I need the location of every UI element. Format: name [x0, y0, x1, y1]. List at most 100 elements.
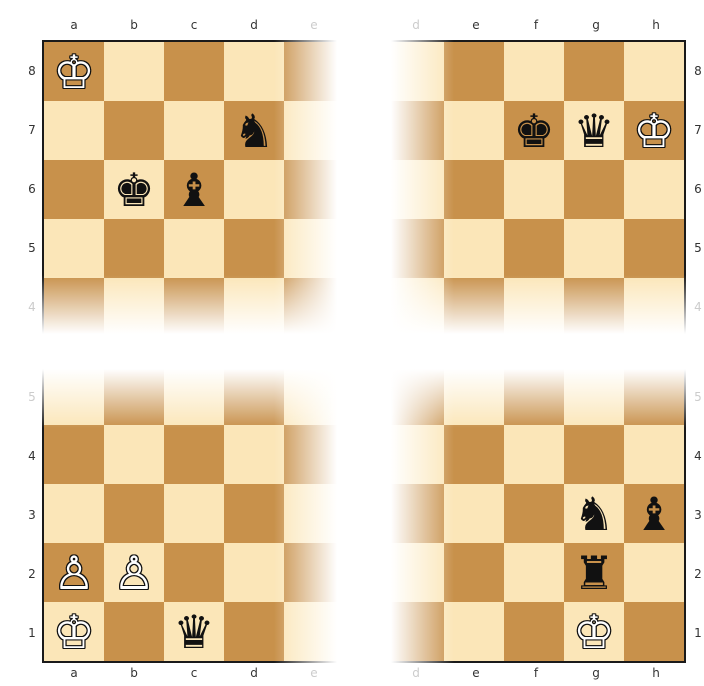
square-f8[interactable] — [504, 42, 564, 101]
square-e4[interactable] — [284, 278, 344, 337]
square-h6[interactable] — [624, 160, 684, 219]
square-d5[interactable] — [224, 366, 284, 425]
square-c7[interactable] — [164, 101, 224, 160]
square-f3[interactable] — [504, 484, 564, 543]
square-a2[interactable]: ♙ — [44, 543, 104, 602]
square-g1[interactable]: ♔ — [564, 602, 624, 661]
square-d4[interactable] — [224, 425, 284, 484]
square-e1[interactable] — [284, 602, 344, 661]
square-b7[interactable] — [104, 101, 164, 160]
white-pawn-icon[interactable]: ♙ — [53, 550, 94, 596]
white-pawn-icon[interactable]: ♙ — [113, 550, 154, 596]
black-knight-icon[interactable]: ♞ — [573, 491, 614, 537]
square-e8[interactable] — [284, 42, 344, 101]
square-d1[interactable] — [224, 602, 284, 661]
square-e4[interactable] — [284, 425, 344, 484]
square-b6[interactable]: ♚ — [104, 160, 164, 219]
square-b4[interactable] — [104, 278, 164, 337]
square-d4[interactable] — [384, 278, 444, 337]
square-g8[interactable] — [564, 42, 624, 101]
square-c1[interactable]: ♛ — [164, 602, 224, 661]
square-d6[interactable] — [224, 160, 284, 219]
white-king-icon[interactable]: ♔ — [53, 49, 94, 95]
square-d7[interactable]: ♞ — [224, 101, 284, 160]
square-g4[interactable] — [564, 278, 624, 337]
square-d5[interactable] — [384, 219, 444, 278]
square-e8[interactable] — [444, 42, 504, 101]
square-h5[interactable] — [624, 366, 684, 425]
square-h4[interactable] — [624, 278, 684, 337]
square-e6[interactable] — [444, 160, 504, 219]
square-h3[interactable]: ♝ — [624, 484, 684, 543]
square-h8[interactable] — [624, 42, 684, 101]
black-king-icon[interactable]: ♚ — [513, 108, 554, 154]
square-a3[interactable] — [44, 484, 104, 543]
square-e5[interactable] — [284, 366, 344, 425]
black-queen-icon[interactable]: ♛ — [573, 108, 614, 154]
square-e7[interactable] — [444, 101, 504, 160]
black-rook-icon[interactable]: ♜ — [573, 550, 614, 596]
square-e5[interactable] — [444, 219, 504, 278]
square-c5[interactable] — [164, 366, 224, 425]
square-h1[interactable] — [624, 602, 684, 661]
square-d5[interactable] — [384, 366, 444, 425]
square-f4[interactable] — [504, 425, 564, 484]
square-g7[interactable]: ♛ — [564, 101, 624, 160]
square-f1[interactable] — [504, 602, 564, 661]
square-c4[interactable] — [164, 278, 224, 337]
square-d7[interactable] — [384, 101, 444, 160]
square-b5[interactable] — [104, 366, 164, 425]
square-a4[interactable] — [44, 278, 104, 337]
square-e3[interactable] — [444, 484, 504, 543]
square-c3[interactable] — [164, 484, 224, 543]
square-a4[interactable] — [44, 425, 104, 484]
white-king-icon[interactable]: ♔ — [633, 108, 674, 154]
square-f4[interactable] — [504, 278, 564, 337]
white-king-icon[interactable]: ♔ — [53, 609, 94, 655]
square-c2[interactable] — [164, 543, 224, 602]
square-h2[interactable] — [624, 543, 684, 602]
square-d3[interactable] — [384, 484, 444, 543]
black-bishop-icon[interactable]: ♝ — [633, 491, 674, 537]
square-d6[interactable] — [384, 160, 444, 219]
square-d4[interactable] — [384, 425, 444, 484]
square-g4[interactable] — [564, 425, 624, 484]
square-d4[interactable] — [224, 278, 284, 337]
square-d5[interactable] — [224, 219, 284, 278]
black-knight-icon[interactable]: ♞ — [233, 108, 274, 154]
square-g5[interactable] — [564, 219, 624, 278]
square-a8[interactable]: ♔ — [44, 42, 104, 101]
square-f2[interactable] — [504, 543, 564, 602]
square-e7[interactable] — [284, 101, 344, 160]
square-b8[interactable] — [104, 42, 164, 101]
square-c4[interactable] — [164, 425, 224, 484]
square-d8[interactable] — [384, 42, 444, 101]
square-a5[interactable] — [44, 219, 104, 278]
square-f5[interactable] — [504, 219, 564, 278]
square-h4[interactable] — [624, 425, 684, 484]
square-e5[interactable] — [284, 219, 344, 278]
square-a1[interactable]: ♔ — [44, 602, 104, 661]
black-queen-icon[interactable]: ♛ — [173, 609, 214, 655]
square-g6[interactable] — [564, 160, 624, 219]
square-b4[interactable] — [104, 425, 164, 484]
square-d8[interactable] — [224, 42, 284, 101]
square-e5[interactable] — [444, 366, 504, 425]
square-a7[interactable] — [44, 101, 104, 160]
square-e4[interactable] — [444, 425, 504, 484]
square-g3[interactable]: ♞ — [564, 484, 624, 543]
square-h5[interactable] — [624, 219, 684, 278]
square-g2[interactable]: ♜ — [564, 543, 624, 602]
square-e6[interactable] — [284, 160, 344, 219]
black-bishop-icon[interactable]: ♝ — [173, 167, 214, 213]
square-c5[interactable] — [164, 219, 224, 278]
square-f5[interactable] — [504, 366, 564, 425]
black-king-icon[interactable]: ♚ — [113, 167, 154, 213]
square-d1[interactable] — [384, 602, 444, 661]
square-g5[interactable] — [564, 366, 624, 425]
square-a6[interactable] — [44, 160, 104, 219]
square-b1[interactable] — [104, 602, 164, 661]
square-d2[interactable] — [384, 543, 444, 602]
square-e3[interactable] — [284, 484, 344, 543]
square-h7[interactable]: ♔ — [624, 101, 684, 160]
